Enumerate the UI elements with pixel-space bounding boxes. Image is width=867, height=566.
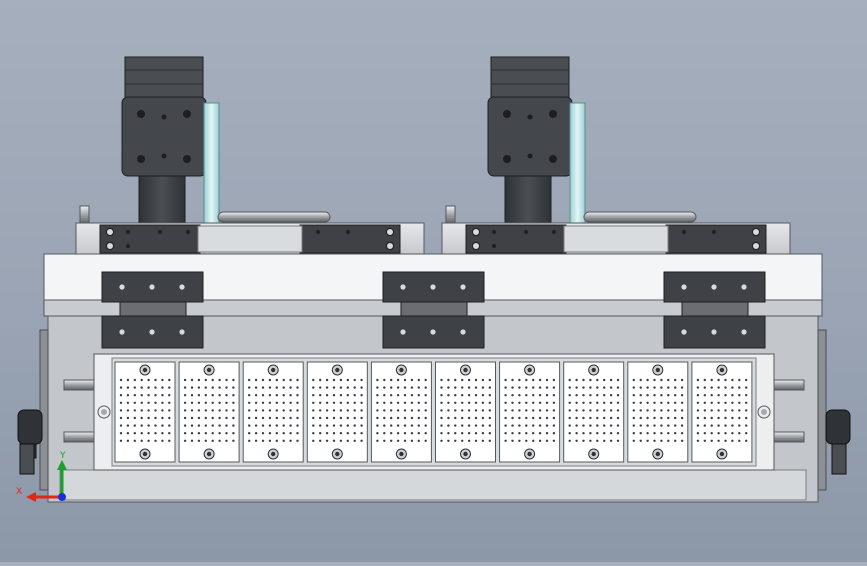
bolt-icon [183,110,191,118]
motor-right-shaft-housing [504,175,552,227]
motor-left-top [124,56,204,99]
motor-right-top [490,56,570,99]
probe-block [627,361,689,463]
bolt-icon [752,228,760,236]
probe-blocks [114,361,753,463]
bolt-icon [549,155,557,163]
probe-block [563,361,625,463]
bolt-icon [472,242,480,250]
bolt-icon [106,228,114,236]
tubes [79,205,697,225]
triad-x-label: X [16,487,22,497]
bolt-icon [386,242,394,250]
probe-block [306,361,368,463]
probe-block [178,361,240,463]
bolt-icon [137,155,145,163]
bolt-icon [106,242,114,250]
probe-block [691,361,753,463]
probe-block [370,361,432,463]
glass-guide-right [569,102,586,225]
motor-left [121,56,220,227]
coordinate-triad-icon: Y X [16,451,67,502]
hinge-center [382,271,485,349]
hinge-left [101,271,204,349]
bolt-icon [503,155,511,163]
carriage-right [441,222,791,256]
bolt-icon [386,228,394,236]
hinge-right [663,271,766,349]
bolt-icon [472,228,480,236]
bolt-icon [183,155,191,163]
bolt-icon [137,110,145,118]
motor-right-flange [487,96,573,177]
bolt-icon [549,110,557,118]
bolt-icon [503,110,511,118]
probe-block [114,361,176,463]
probe-block [242,361,304,463]
motor-right [487,56,586,227]
fittings [17,379,851,475]
probe-block [435,361,496,463]
triad-y-label: Y [59,451,66,461]
motor-left-shaft-housing [138,175,186,227]
probe-block [499,361,561,463]
glass-guide-left [203,102,220,225]
motor-left-flange [121,96,207,177]
carriage-left [75,222,425,256]
bolt-icon [752,242,760,250]
